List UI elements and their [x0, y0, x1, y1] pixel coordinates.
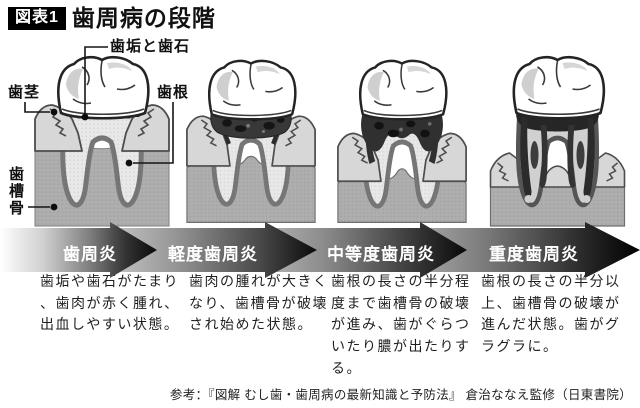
stage-description-2: 歯肉の腫れが大きくなり、歯槽骨が破壊され始めた状態。	[189, 273, 329, 333]
tooth-illustration-stage1	[33, 55, 171, 230]
figure-title: 図表1 歯周病の段階	[8, 4, 216, 32]
tooth-svg-stage2	[186, 59, 316, 223]
reference-note: 参考：『図解 むし歯・歯周病の最新知識と予防法』 倉治ななえ監修（日東書院）	[169, 388, 632, 402]
stage-name-1: 歯周炎	[63, 245, 117, 264]
stage-name-4: 重度歯周炎	[489, 245, 579, 264]
stage-description-4: 歯根の長さの半分以上、歯槽骨の破壊が進んだ状態。歯がグラグラに。	[481, 273, 621, 355]
tooth-svg-stage3	[337, 59, 467, 223]
label-plaque-and-tartar: 歯垢と歯石	[110, 38, 191, 55]
figure-number-badge: 図表1	[8, 6, 66, 30]
stage-description-3: 歯根の長さの半分程度まで歯槽骨の破壊が進み、歯がぐらついたり膿が出たりする。	[331, 273, 471, 376]
tooth-svg-stage1	[34, 55, 170, 227]
label-gum: 歯茎	[8, 84, 41, 101]
stage-description-1: 歯垢や歯石がたまり、歯肉が赤く腫れ、出血しやすい状態。	[40, 273, 180, 333]
page-title: 歯周病の段階	[71, 4, 216, 31]
stage-name-2: 軽度歯周炎	[168, 245, 258, 264]
stage-arrow-band	[0, 222, 640, 278]
label-root: 歯根	[157, 84, 190, 101]
tooth-illustration-stage4	[484, 55, 631, 230]
stage-name-3: 中等度歯周炎	[327, 245, 435, 264]
tooth-svg-stage4	[489, 55, 626, 227]
tooth-illustration-stage2	[185, 55, 317, 230]
label-alveolar-bone: 歯槽骨	[7, 166, 24, 217]
tooth-illustration-stage3	[336, 55, 468, 230]
